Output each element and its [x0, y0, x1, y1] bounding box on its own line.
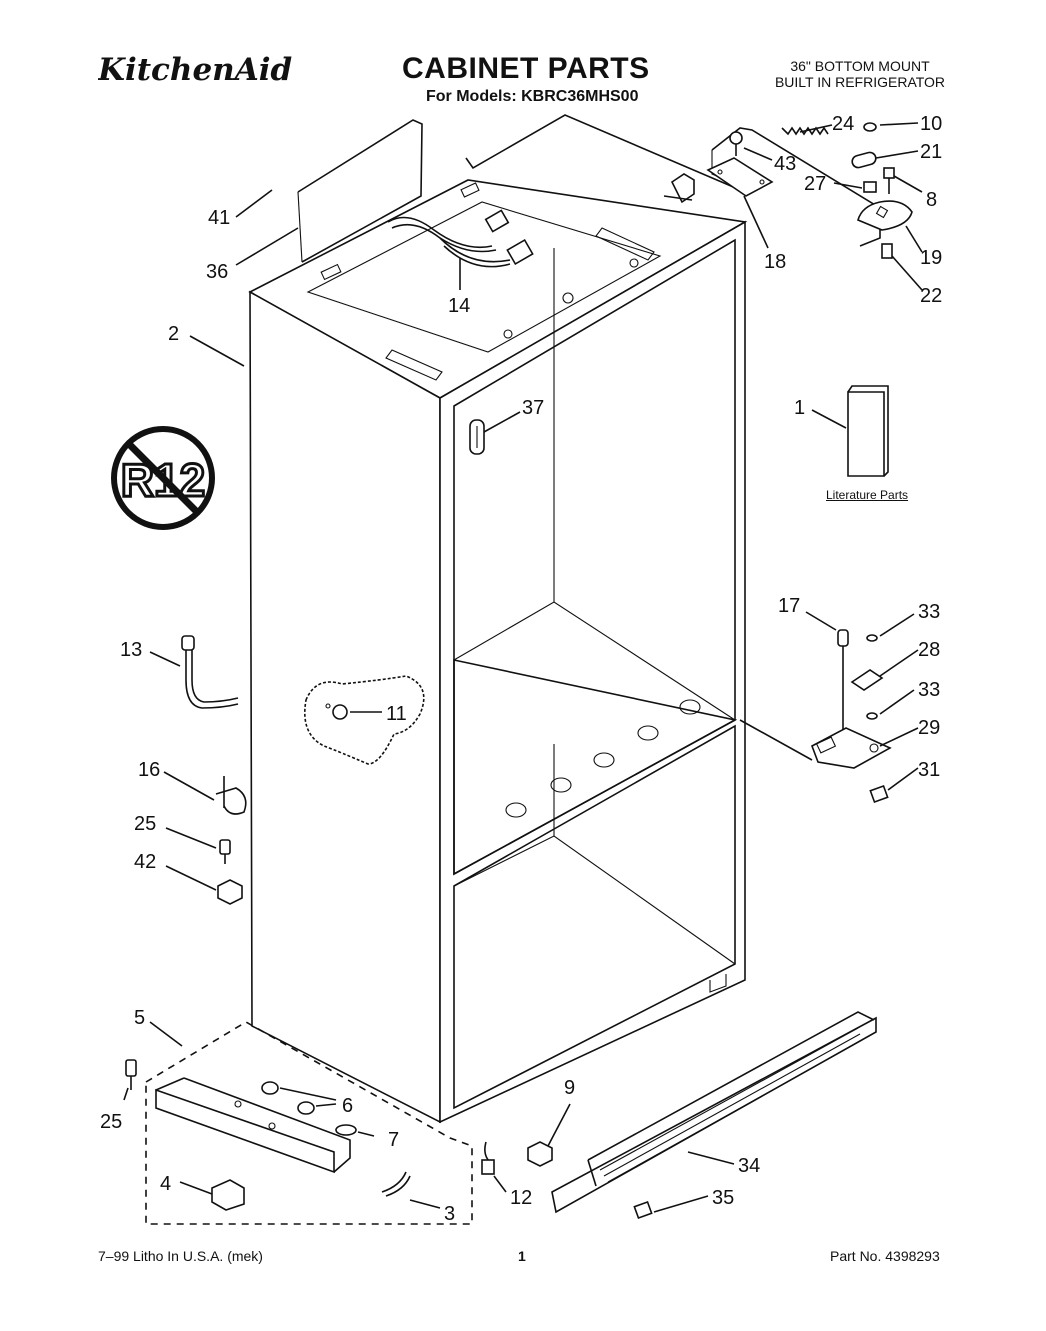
page-title: CABINET PARTS: [402, 52, 650, 85]
wire-harness: [387, 209, 534, 268]
callout-8: 8: [926, 189, 937, 211]
no-r12-stamp: R12: [111, 426, 215, 530]
model-line: For Models: KBRC36MHS00: [426, 88, 639, 105]
callout-35: 35: [712, 1187, 734, 1209]
toe-grille: [551, 1011, 877, 1220]
callout-28: 28: [918, 639, 940, 661]
small-clips: [481, 1141, 553, 1175]
callout-7: 7: [388, 1129, 399, 1151]
rear-top-panel: [297, 114, 746, 263]
callout-22: 22: [920, 285, 942, 307]
callout-14: 14: [448, 295, 470, 317]
footer-part-number: Part No. 4398293: [830, 1248, 940, 1264]
callout-19: 19: [920, 247, 942, 269]
top-hinge-assembly: [663, 122, 913, 259]
cutaway-view: [304, 675, 425, 765]
callout-12: 12: [510, 1187, 532, 1209]
kitchenaid-logo: KitchenAid: [97, 52, 348, 88]
brand-logo-text: KitchenAid: [98, 52, 292, 88]
callout-18: 18: [764, 251, 786, 273]
callout-27: 27: [804, 173, 826, 195]
callout-25-upper: 25: [134, 813, 156, 835]
callout-5: 5: [134, 1007, 145, 1029]
callout-labels: 24 10 43 21 27 8 18 19 22 41 36 14 2 37 …: [100, 113, 942, 1225]
callout-31: 31: [918, 759, 940, 781]
callout-6: 6: [342, 1095, 353, 1117]
callout-3: 3: [444, 1203, 455, 1225]
subtitle-line-2: BUILT IN REFRIGERATOR: [774, 74, 946, 90]
footer-page-number: 1: [518, 1248, 526, 1264]
callout-16: 16: [138, 759, 160, 781]
base-assembly: [125, 1021, 473, 1225]
footer-print-info: 7–99 Litho In U.S.A. (mek): [98, 1248, 263, 1264]
callout-29: 29: [918, 717, 940, 739]
callout-9: 9: [564, 1077, 575, 1099]
callout-13: 13: [120, 639, 142, 661]
callout-4: 4: [160, 1173, 171, 1195]
leader-lines: [123, 122, 923, 1213]
callout-11: 11: [386, 703, 407, 725]
callout-33-lower: 33: [918, 679, 940, 701]
callout-24: 24: [832, 113, 854, 135]
callout-36: 36: [206, 261, 228, 283]
callout-43: 43: [774, 153, 796, 175]
callout-21: 21: [920, 141, 942, 163]
bottom-hinge-assembly: [739, 629, 892, 804]
callout-25-lower: 25: [100, 1111, 122, 1133]
callout-2: 2: [168, 323, 179, 345]
callout-42: 42: [134, 851, 156, 873]
drain-tube: [181, 635, 239, 709]
callout-17: 17: [778, 595, 800, 617]
literature-parts-label: Literature Parts: [826, 488, 909, 502]
clamp-assembly: [215, 776, 247, 905]
callout-41: 41: [208, 207, 230, 229]
cabinet-front: [439, 220, 746, 1124]
callout-34: 34: [738, 1155, 760, 1177]
subtitle-line-1: 36" BOTTOM MOUNT: [790, 58, 930, 74]
callout-10: 10: [920, 113, 942, 135]
callout-33-upper: 33: [918, 601, 940, 623]
literature-booklet: [847, 385, 889, 477]
callout-37: 37: [522, 397, 544, 419]
callout-1: 1: [794, 397, 805, 419]
